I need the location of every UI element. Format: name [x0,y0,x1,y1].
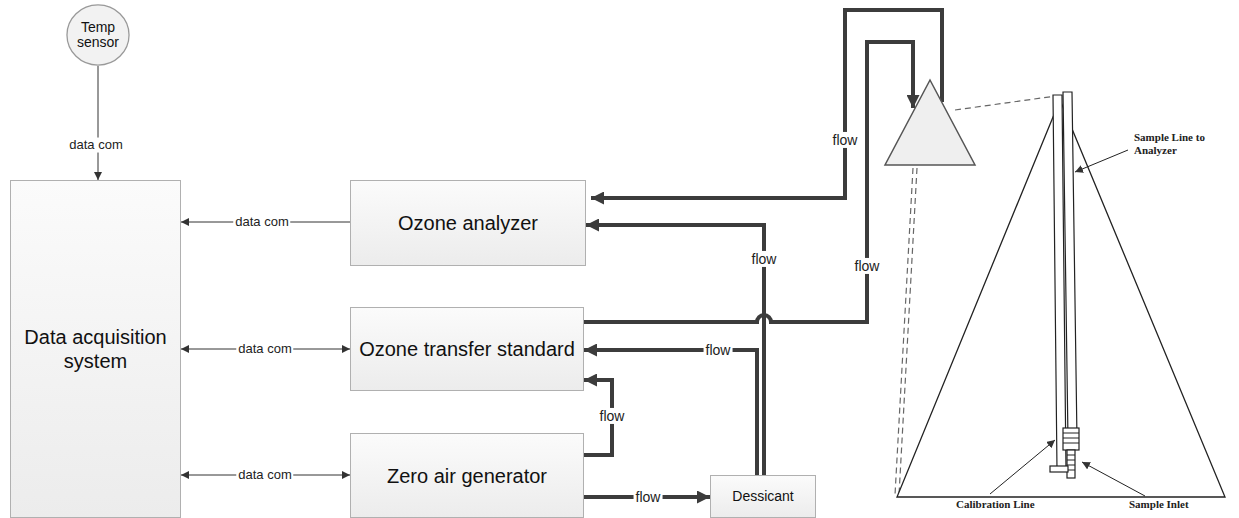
part-name: Sample Line to Analyzer [1133,131,1227,156]
instrument-box: Ozone transfer standard [350,307,584,391]
flow-line [583,42,913,322]
instrument-box: Ozone analyzer [350,180,586,266]
flow-arrow [584,350,757,475]
sensor-circle: Temp sensor [66,4,130,66]
instrument-box: Zero air generator [350,433,584,518]
edge-label: data com [233,215,290,230]
node-text: Ozone analyzer [390,211,546,235]
leader-line [1075,150,1128,172]
system-box: Data acquisition system [10,180,181,518]
edge-label: flow [750,251,779,267]
inlet-triangle [885,80,975,165]
inlet-thread [1063,433,1079,443]
part-name: Sample Inlet [1128,498,1190,511]
data-com-arrow [98,66,99,180]
inlet-pipe [1067,450,1075,478]
part-name: Calibration Line [955,498,1036,511]
edge-label: flow [634,489,663,505]
flow-label: flow [853,258,882,274]
flow-label: flow [831,132,860,148]
zoom-line [899,168,917,495]
edge-label: data com [67,138,124,153]
sample-tube [1063,92,1077,440]
flow-arrow [586,225,764,475]
leader-line [1082,462,1145,496]
flow-line [591,10,942,198]
zoom-line [895,168,913,495]
node-text: Ozone transfer standard [351,337,583,361]
leader-line [990,440,1055,494]
calibration-elbow [1050,466,1068,472]
node-text: Temp sensor [66,20,130,51]
node-text: Zero air generator [379,464,555,488]
sample-inlet [1063,428,1079,450]
edge-label: flow [598,408,627,424]
edge-label: data com [236,342,293,357]
edge-label: data com [236,468,293,483]
node-text: Data acquisition system [11,325,180,373]
edge-label: flow [704,342,733,358]
node-text: Dessicant [724,488,801,505]
zoom-line [955,96,1056,110]
dessicant-box: Dessicant [710,475,816,518]
